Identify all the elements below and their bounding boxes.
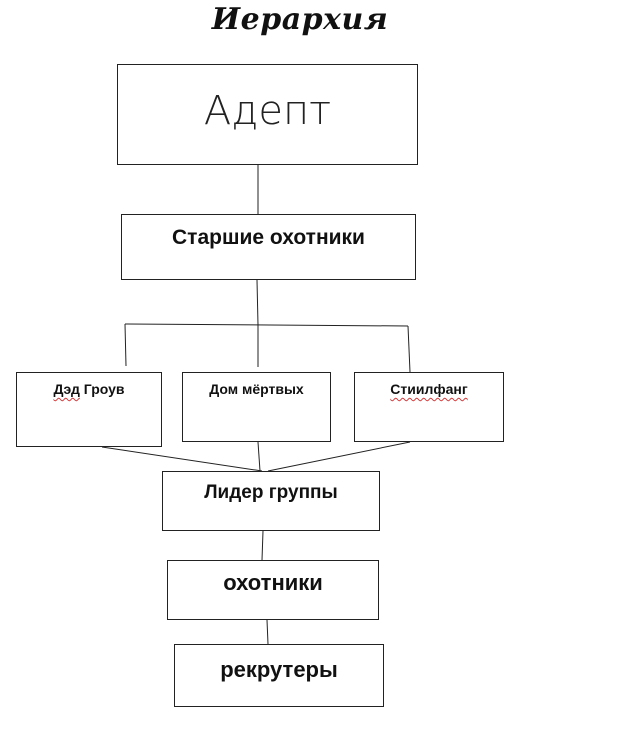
node-senior-hunters-label: Старшие охотники bbox=[172, 226, 365, 249]
node-ded-grove: Дэд Гроув bbox=[16, 372, 162, 447]
node-ded-grove-label: Дэд Гроув bbox=[53, 381, 125, 397]
diagram-title: Иерархия bbox=[211, 2, 389, 37]
spellcheck-mark: Стиилфанг bbox=[390, 381, 468, 397]
node-adept-label: Адепт bbox=[203, 87, 332, 134]
connector-senior-bus bbox=[256, 279, 259, 326]
connector-bus-stil bbox=[407, 325, 411, 373]
connector-hunters-recruiters bbox=[266, 619, 269, 645]
node-stiilfang: Стиилфанг bbox=[354, 372, 504, 442]
node-stiilfang-label: Стиилфанг bbox=[355, 381, 503, 397]
node-senior-hunters: Старшие охотники bbox=[121, 214, 416, 280]
connector-bus-horizontal bbox=[124, 323, 409, 327]
connector-leader-hunters bbox=[261, 530, 264, 561]
connector-ded-leader bbox=[101, 446, 263, 472]
spellcheck-mark: Дэд bbox=[53, 381, 80, 397]
connector-bus-ded bbox=[124, 323, 127, 367]
connector-dom-leader bbox=[257, 441, 261, 472]
node-house-of-dead-label: Дом мёртвых bbox=[209, 381, 304, 397]
node-group-leader-label: Лидер группы bbox=[204, 482, 338, 503]
node-hunters: охотники bbox=[167, 560, 379, 620]
node-group-leader: Лидер группы bbox=[162, 471, 380, 531]
node-house-of-dead: Дом мёртвых bbox=[182, 372, 331, 442]
node-hunters-label: охотники bbox=[223, 570, 323, 595]
node-adept: Адепт bbox=[117, 64, 418, 165]
connector-stil-leader bbox=[267, 441, 411, 472]
node-recruiters-label: рекрутеры bbox=[220, 657, 338, 682]
node-recruiters: рекрутеры bbox=[174, 644, 384, 707]
